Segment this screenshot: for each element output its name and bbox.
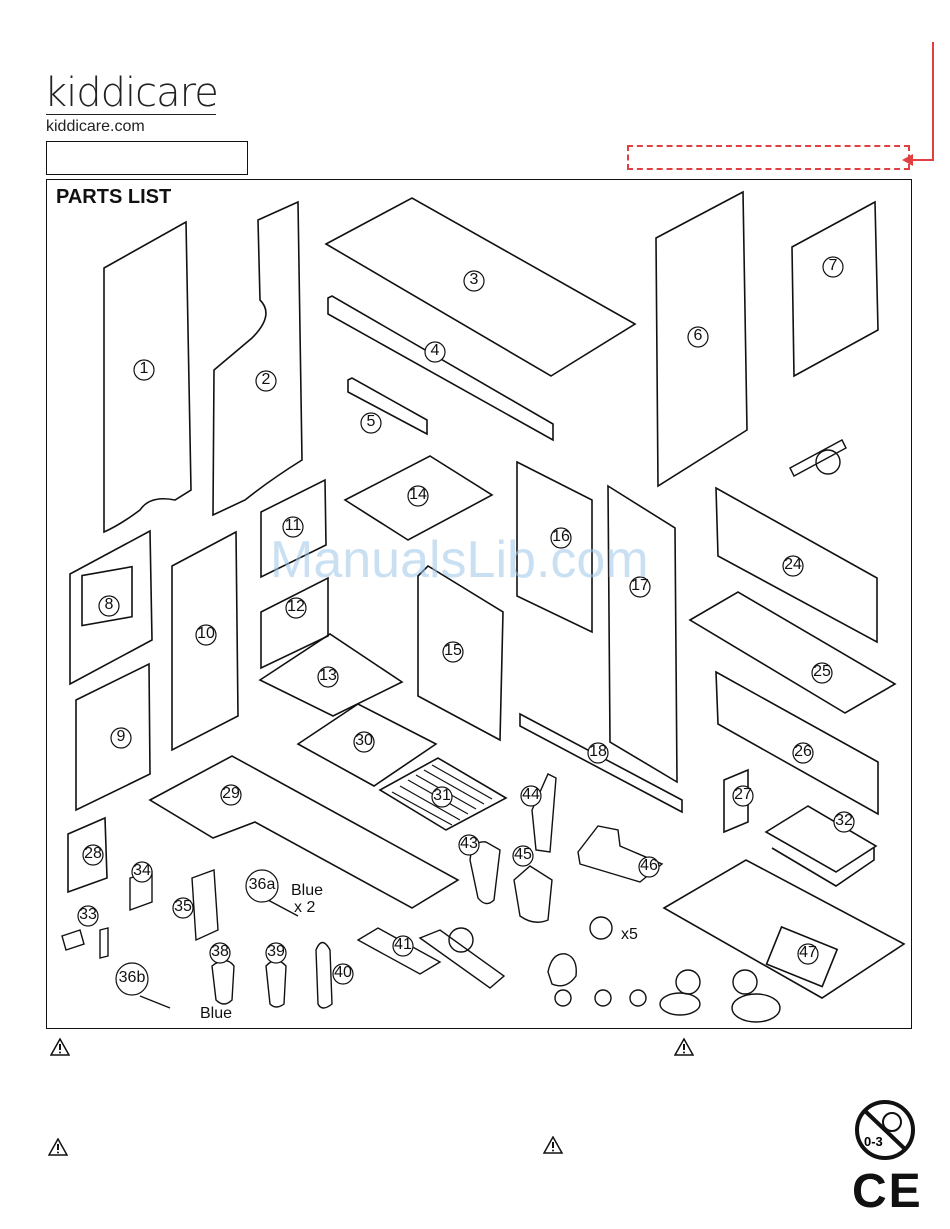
part-number-35: 35 (168, 898, 198, 916)
part-number-39: 39 (261, 943, 291, 961)
parts-list-title: PARTS LIST (56, 186, 171, 209)
warning-icon (48, 1138, 68, 1156)
note-x2: x 2 (294, 899, 315, 917)
warning-icon (543, 1136, 563, 1154)
part-number-36b: 36b (117, 969, 147, 987)
part-number-46: 46 (634, 857, 664, 875)
part-number-34: 34 (127, 862, 157, 880)
warning-icon (50, 1038, 70, 1056)
note-blue-38: Blue (200, 1005, 232, 1023)
part-number-7: 7 (818, 257, 848, 275)
part-number-4: 4 (420, 342, 450, 360)
part-number-12: 12 (281, 598, 311, 616)
part-number-13: 13 (313, 667, 343, 685)
ce-mark: CE (852, 1164, 923, 1219)
part-number-8: 8 (94, 596, 124, 614)
part-number-33: 33 (73, 906, 103, 924)
part-number-45: 45 (508, 846, 538, 864)
watermark: ManualsLib.com (270, 530, 649, 590)
part-number-9: 9 (106, 728, 136, 746)
part-number-10: 10 (191, 625, 221, 643)
note-x5: x5 (621, 926, 638, 944)
part-number-30: 30 (349, 732, 379, 750)
part-number-29: 29 (216, 785, 246, 803)
part-number-18: 18 (583, 743, 613, 761)
part-number-1: 1 (129, 360, 159, 378)
part-number-47: 47 (793, 944, 823, 962)
part-number-24: 24 (778, 556, 808, 574)
part-number-26: 26 (788, 743, 818, 761)
part-number-41: 41 (388, 936, 418, 954)
part-number-2: 2 (251, 371, 281, 389)
age-badge-text: 0-3 (864, 1134, 883, 1149)
part-number-25: 25 (807, 663, 837, 681)
part-number-32: 32 (829, 812, 859, 830)
part-number-5: 5 (356, 413, 386, 431)
part-number-40: 40 (328, 964, 358, 982)
part-number-44: 44 (516, 786, 546, 804)
age-restriction-icon: 0-3 (852, 1100, 918, 1162)
part-number-14: 14 (403, 486, 433, 504)
note-blue-36a: Blue (291, 882, 323, 900)
part-number-28: 28 (78, 845, 108, 863)
part-number-15: 15 (438, 642, 468, 660)
part-number-38: 38 (205, 943, 235, 961)
part-number-31: 31 (427, 787, 457, 805)
part-number-27: 27 (728, 786, 758, 804)
warning-icon (674, 1038, 694, 1056)
part-number-43: 43 (454, 835, 484, 853)
part-number-6: 6 (683, 327, 713, 345)
part-number-36a: 36a (247, 876, 277, 894)
part-number-3: 3 (459, 271, 489, 289)
